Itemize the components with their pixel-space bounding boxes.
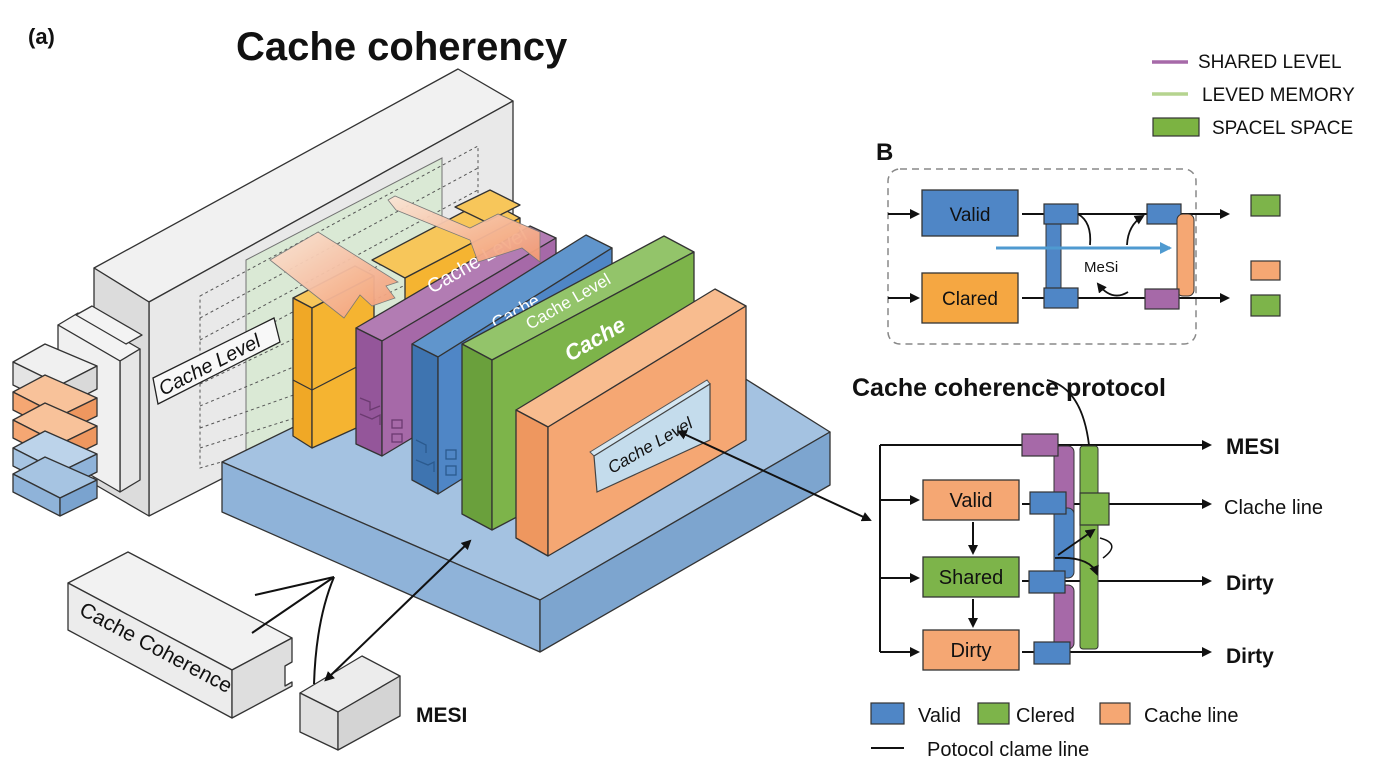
protocol-state-dirty	[922, 629, 1020, 671]
left-block-stack	[12, 305, 143, 517]
main-title: Cache coherency	[236, 25, 568, 69]
coherence-arrows	[251, 539, 472, 685]
legend-swatch-valid	[870, 702, 905, 725]
mesi-label: MESI	[416, 704, 467, 727]
panel-b-state-valid-label: Valid	[950, 205, 991, 226]
panel-b-center-label: MeSi	[1084, 259, 1118, 276]
panel-b-state-valid	[921, 189, 1019, 237]
protocol-state-shared-label: Shared	[939, 567, 1004, 589]
orange-cache-slab: Cache Level	[515, 288, 747, 557]
protocol-output-clache-line: Clache line	[1224, 497, 1323, 519]
legend-label-shared-level: SHARED LEVEL	[1198, 52, 1342, 73]
legend-swatch-cache-line	[1099, 702, 1131, 725]
link-arrow-protocol	[676, 430, 872, 522]
cache-coherence-box: Cache Coherence	[67, 551, 293, 719]
protocol-state-dirty-label: Dirty	[950, 640, 991, 662]
protocol-output-dirty-1: Dirty	[1226, 572, 1274, 595]
protocol-output-dirty-2: Dirty	[1226, 645, 1274, 668]
protocol-diagram: Cache coherence protocol Valid Shared Di…	[852, 374, 1323, 671]
legend-label-protocol-line: Potocol clame line	[927, 739, 1089, 761]
flow-arrows	[269, 195, 541, 319]
bottom-legend: Valid Clered Cache line Potocol clame li…	[870, 702, 1239, 761]
protocol-output-mesi: MESI	[1226, 434, 1280, 459]
legend-label-clered: Clered	[1016, 705, 1075, 727]
legend-swatch-spacel-space	[1152, 117, 1200, 137]
protocol-state-shared	[922, 556, 1020, 598]
legend-label-leved-memory: LEVED MEMORY	[1202, 85, 1355, 106]
legend-label-spacel-space: SPACEL SPACE	[1212, 118, 1353, 139]
panel-b-label: B	[876, 139, 893, 166]
protocol-state-valid	[922, 479, 1020, 521]
mesi-box: MESI	[299, 655, 467, 751]
legend-label-cache-line: Cache line	[1144, 705, 1239, 727]
panel-b-state-clared-label: Clared	[942, 289, 998, 310]
panel-b: B Valid Clared MeSi	[876, 139, 1281, 345]
protocol-title: Cache coherence protocol	[852, 374, 1166, 402]
panel-b-frame	[887, 168, 1197, 345]
legend-swatch-clered	[977, 702, 1010, 725]
panel-a-label: (a)	[28, 24, 55, 49]
legend-label-valid: Valid	[918, 705, 961, 727]
top-legend: SHARED LEVEL LEVED MEMORY SPACEL SPACE	[1152, 52, 1355, 139]
panel-b-state-clared	[921, 272, 1019, 324]
protocol-state-valid-label: Valid	[950, 490, 993, 512]
